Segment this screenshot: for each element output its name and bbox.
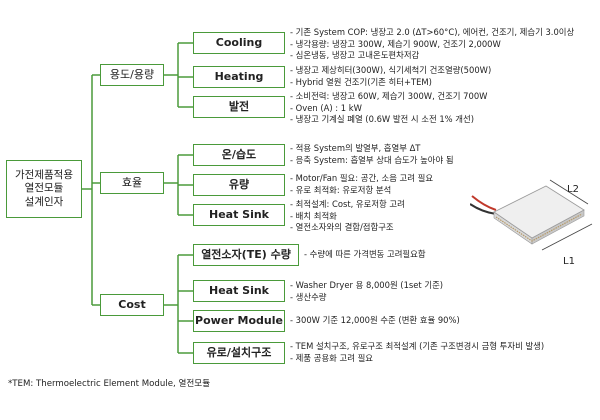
note-line: - 열전소자와의 결합/접합구조 bbox=[290, 222, 394, 232]
note-line: - 유로 최적화: 유로저항 분석 bbox=[290, 184, 392, 195]
root-line-1: 가전제품적용 bbox=[15, 169, 73, 182]
note-line: - Washer Dryer 용 8,000원 (1set 기준) bbox=[290, 280, 444, 290]
notes-te-quantity: - 수량에 따른 가격변동 고려필요함 bbox=[304, 249, 426, 261]
notes-temp-humidity: - 적용 System의 발열부, 흡열부 ΔT - 응축 System: 흡열… bbox=[290, 143, 454, 166]
category-efficiency: 효율 bbox=[100, 172, 164, 194]
factor-te-quantity: 열전소자(TE) 수량 bbox=[193, 244, 299, 266]
note-line: - 300W 기준 12,000원 수준 (변환 효율 90%) bbox=[290, 315, 460, 325]
note-line: - Motor/Fan 필요: 공간, 소음 고려 필요 bbox=[290, 173, 434, 183]
note-line: - Hybrid 열원 건조기(기존 히터+TEM) bbox=[290, 76, 432, 87]
category-usage-capacity: 용도/용량 bbox=[100, 64, 164, 86]
category-cost: Cost bbox=[100, 294, 164, 316]
notes-heat-sink-cost: - Washer Dryer 용 8,000원 (1set 기준) - 생산수량 bbox=[290, 280, 443, 303]
note-line: - TEM 설치구조, 유로구조 최적설계 (기존 구조변경시 금형 투자비 발… bbox=[290, 341, 545, 351]
factor-heat-sink-efficiency: Heat Sink bbox=[193, 204, 285, 226]
notes-power-module: - 300W 기준 12,000원 수준 (변환 효율 90%) bbox=[290, 315, 460, 327]
note-line: - 소비전력: 냉장고 60W, 제습기 300W, 건조기 700W bbox=[290, 91, 488, 101]
dimension-line-l1 bbox=[541, 223, 593, 251]
factor-flow-installation: 유로/설치구조 bbox=[193, 342, 285, 364]
module-top-face bbox=[493, 185, 585, 239]
factor-power-module: Power Module bbox=[193, 310, 285, 332]
notes-heating: - 냉장고 제상히터(300W), 식기세척기 건조열량(500W) - Hyb… bbox=[290, 65, 491, 88]
factor-flow-rate: 유량 bbox=[193, 174, 285, 196]
note-line: - 기존 System COP: 냉장고 2.0 (ΔT>60°C), 에어컨,… bbox=[290, 27, 575, 37]
note-line: - 수량에 따른 가격변동 고려필요함 bbox=[304, 249, 426, 259]
notes-power-generation: - 소비전력: 냉장고 60W, 제습기 300W, 건조기 700W - Ov… bbox=[290, 91, 487, 126]
note-line: - 적용 System의 발열부, 흡열부 ΔT bbox=[290, 143, 421, 153]
note-line: - 심온냉동, 냉장고 고내온도편차저감 bbox=[290, 50, 420, 60]
note-line: - 최적설계: Cost, 유로저항 고려 bbox=[290, 199, 405, 209]
notes-cooling: - 기존 System COP: 냉장고 2.0 (ΔT>60°C), 에어컨,… bbox=[290, 27, 574, 62]
root-line-3: 설계인자 bbox=[24, 195, 64, 208]
root-line-2: 열전모듈 bbox=[24, 182, 64, 195]
notes-flow-rate: - Motor/Fan 필요: 공간, 소음 고려 필요 - 유로 최적화: 유… bbox=[290, 173, 433, 196]
module-element-row bbox=[495, 213, 583, 242]
note-line: - 응축 System: 흡열부 상대 습도가 높아야 됨 bbox=[290, 154, 454, 165]
note-line: - 냉장고 기계실 폐열 (0.6W 발전 시 소전 1% 개선) bbox=[290, 114, 474, 124]
dimension-label-l2: L2 bbox=[567, 184, 579, 195]
factor-cooling: Cooling bbox=[193, 32, 285, 54]
note-line: - 생산수량 bbox=[290, 291, 327, 302]
module-wire-red bbox=[471, 195, 497, 211]
factor-heating: Heating bbox=[193, 66, 285, 88]
note-line: - 냉장고 제상히터(300W), 식기세척기 건조열량(500W) bbox=[290, 65, 492, 75]
dimension-label-l1: L1 bbox=[563, 256, 575, 267]
note-line: - 냉각용량: 냉장고 300W, 제습기 900W, 건조기 2,000W bbox=[290, 38, 501, 49]
root-node: 가전제품적용 열전모듈 설계인자 bbox=[6, 160, 82, 218]
footnote: *TEM: Thermoelectric Element Module, 열전모… bbox=[8, 379, 211, 389]
factor-temp-humidity: 온/습도 bbox=[193, 144, 285, 166]
note-line: - 배치 최적화 bbox=[290, 210, 337, 221]
notes-heat-sink-efficiency: - 최적설계: Cost, 유로저항 고려 - 배치 최적화 - 열전소자와의 … bbox=[290, 199, 405, 234]
thermoelectric-module-illustration bbox=[470, 179, 593, 251]
dimension-line-l2 bbox=[549, 179, 589, 205]
factor-power-generation: 발전 bbox=[193, 96, 285, 118]
module-wire-black bbox=[470, 203, 497, 215]
note-line: - 제품 공용화 고려 필요 bbox=[290, 352, 374, 363]
notes-flow-installation: - TEM 설치구조, 유로구조 최적설계 (기존 구조변경시 금형 투자비 발… bbox=[290, 341, 544, 364]
factor-heat-sink-cost: Heat Sink bbox=[193, 280, 285, 302]
note-line: - Oven (A) : 1 kW bbox=[290, 102, 362, 113]
